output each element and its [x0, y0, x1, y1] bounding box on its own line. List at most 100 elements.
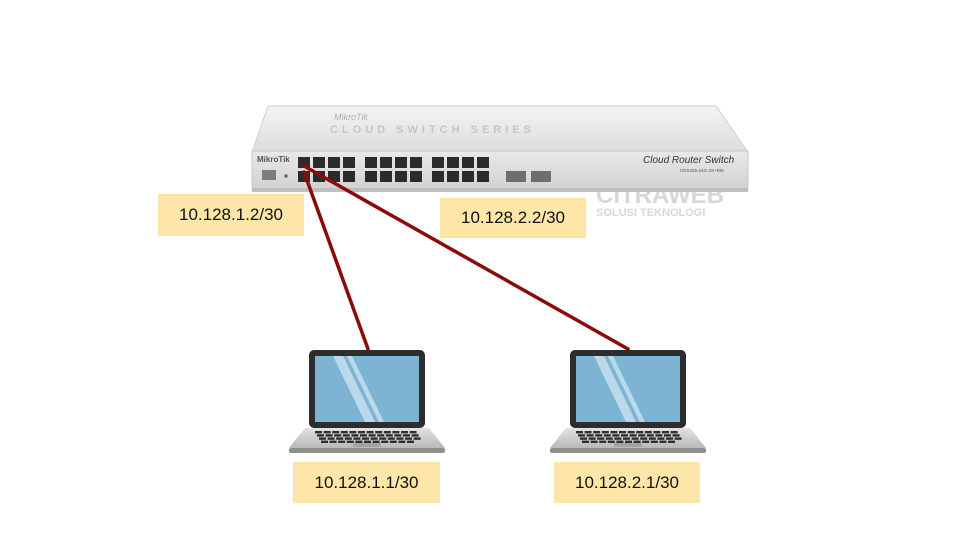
ethernet-port	[328, 171, 340, 182]
keyboard-key	[631, 437, 639, 440]
keyboard-key	[383, 431, 391, 434]
keyboard-key	[670, 431, 678, 434]
keyboard-key	[317, 434, 324, 437]
cable-laptop-2	[302, 164, 630, 351]
keyboard-key	[650, 440, 658, 443]
keyboard-key	[597, 437, 605, 440]
ethernet-port	[477, 157, 489, 168]
keyboard-key	[349, 431, 357, 434]
ethernet-port	[447, 171, 459, 182]
ethernet-port	[298, 157, 310, 168]
keyboard-key	[360, 434, 367, 437]
keyboard-key	[668, 440, 675, 443]
keyboard-key	[607, 440, 615, 443]
keyboard-key	[666, 437, 673, 440]
keyboard-key	[655, 434, 663, 437]
keyboard-key	[627, 431, 635, 434]
keyboard-key	[648, 437, 656, 440]
ethernet-port	[365, 171, 377, 182]
ethernet-port	[462, 157, 474, 168]
keyboard-key	[377, 434, 385, 437]
keyboard-key	[401, 431, 408, 434]
keyboard-key	[659, 440, 667, 443]
watermark-tagline: SOLUSI TEKNOLOGI	[596, 207, 705, 219]
keyboard-key	[638, 434, 646, 437]
laptop-1-ip-label: 10.128.1.1/30	[293, 462, 440, 503]
switch-port-ip-label: 10.128.1.2/30	[158, 194, 304, 236]
keyboard-key	[590, 440, 598, 443]
keyboard-key	[599, 440, 607, 443]
keyboard-key	[379, 437, 387, 440]
keyboard-key	[586, 434, 594, 437]
keyboard-key	[636, 431, 644, 434]
keyboard-key	[409, 431, 417, 434]
switch-ethernet-ports	[298, 157, 489, 182]
keyboard-key	[605, 437, 613, 440]
keyboard-key	[612, 434, 620, 437]
keyboard-key	[653, 431, 661, 434]
keyboard-key	[603, 434, 611, 437]
ethernet-port	[313, 171, 325, 182]
keyboard-key	[664, 434, 671, 437]
keyboard-key	[342, 434, 350, 437]
keyboard-key	[593, 431, 601, 434]
keyboard-key	[411, 434, 419, 437]
keyboard-key	[413, 437, 421, 440]
keyboard-key	[662, 431, 669, 434]
keyboard-key	[389, 440, 397, 443]
keyboard-key	[329, 440, 337, 443]
keyboard-key	[338, 440, 346, 443]
keyboard-key	[610, 431, 618, 434]
switch-series: CLOUD SWITCH SERIES	[330, 124, 535, 136]
keyboard-key	[407, 440, 414, 443]
keyboard-key	[646, 434, 654, 437]
keyboard-key	[327, 437, 335, 440]
keyboard-key	[584, 431, 592, 434]
keyboard-key	[582, 440, 589, 443]
ethernet-port	[395, 157, 407, 168]
keyboard-key	[346, 440, 354, 443]
laptop-2-keyboard	[576, 431, 682, 443]
keyboard-key	[340, 431, 348, 434]
cable-laptop-1	[302, 170, 370, 351]
switch-product-name: Cloud Router Switch	[643, 155, 735, 166]
keyboard-key	[332, 431, 340, 434]
ethernet-port	[365, 157, 377, 168]
switch-led-panel	[262, 170, 288, 180]
keyboard-key	[644, 431, 652, 434]
keyboard-key	[588, 437, 596, 440]
keyboard-key	[319, 437, 326, 440]
ethernet-port	[410, 157, 422, 168]
ethernet-port	[380, 171, 392, 182]
switch-model: CRS326-24G-2S+RM	[680, 168, 724, 173]
keyboard-key	[625, 440, 632, 443]
keyboard-key	[578, 434, 585, 437]
keyboard-key	[672, 434, 680, 437]
keyboard-key	[336, 437, 344, 440]
ethernet-port	[395, 171, 407, 182]
keyboard-key	[366, 431, 374, 434]
keyboard-key	[580, 437, 587, 440]
keyboard-key	[375, 431, 383, 434]
keyboard-key	[358, 431, 365, 434]
keyboard-key	[623, 437, 630, 440]
keyboard-key	[353, 437, 361, 440]
keyboard-key	[403, 434, 410, 437]
keyboard-key	[619, 431, 626, 434]
ethernet-port	[432, 157, 444, 168]
keyboard-key	[372, 440, 380, 443]
laptop-1	[289, 350, 445, 453]
laptop-1-keyboard	[315, 431, 421, 443]
ethernet-port	[432, 171, 444, 182]
ethernet-port	[410, 171, 422, 182]
keyboard-key	[398, 440, 406, 443]
laptop-2	[550, 350, 706, 453]
keyboard-key	[674, 437, 682, 440]
keyboard-key	[315, 431, 322, 434]
keyboard-key	[576, 431, 583, 434]
ethernet-port	[380, 157, 392, 168]
keyboard-key	[392, 431, 400, 434]
keyboard-key	[633, 440, 641, 443]
ethernet-port	[313, 157, 325, 168]
